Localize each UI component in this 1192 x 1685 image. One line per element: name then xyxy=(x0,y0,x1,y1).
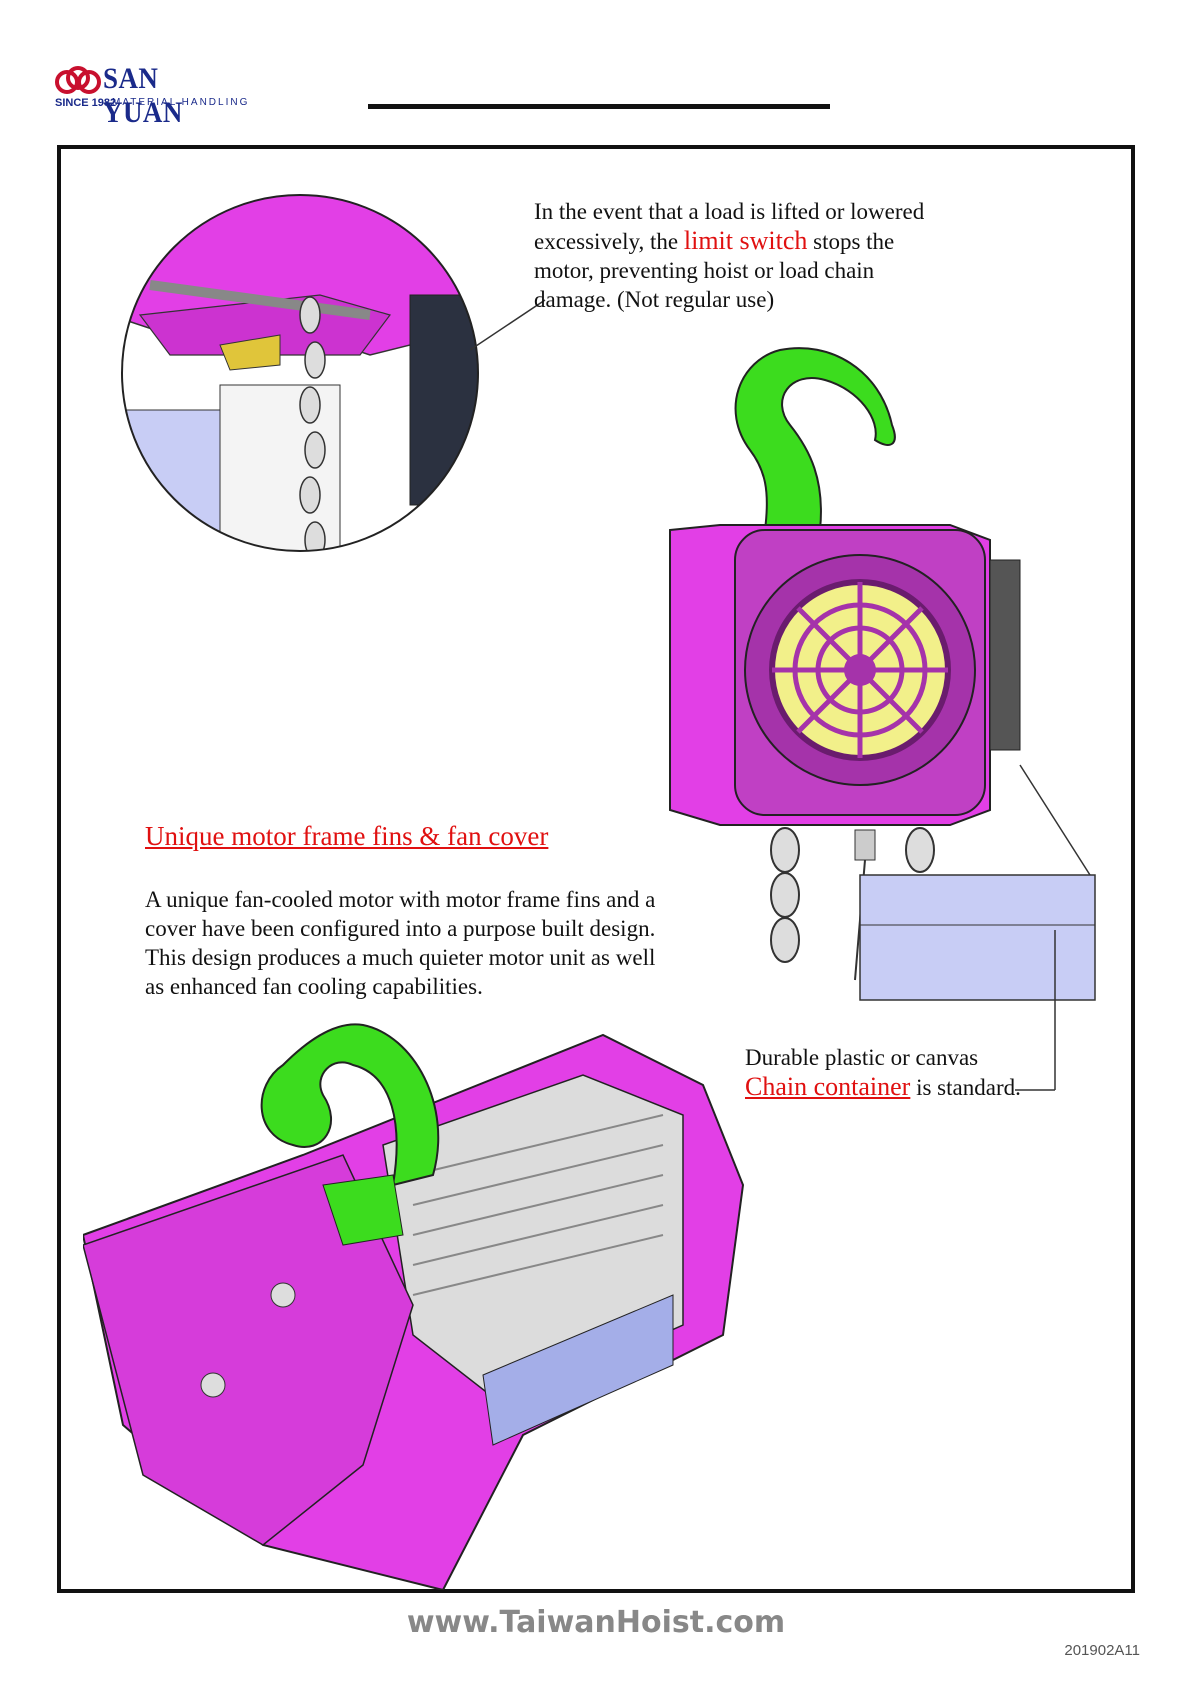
company-logo: SAN YUAN SINCE 1982 MATERIAL HANDLING xyxy=(55,62,255,129)
limit-switch-text-after: stops the motor, preventing hoist or loa… xyxy=(534,229,895,312)
logo-mark-icon xyxy=(55,66,101,94)
chain-container-pointer xyxy=(1015,930,1056,1091)
callout-line xyxy=(470,299,546,351)
header-rule xyxy=(368,104,830,109)
limit-switch-highlight: limit switch xyxy=(683,226,808,255)
chain-line-2: is standard. xyxy=(916,1075,1021,1100)
chain-line-1: Durable plastic or canvas xyxy=(745,1045,979,1070)
motor-section-body: A unique fan-cooled motor with motor fra… xyxy=(145,887,656,999)
brand-subtitle: MATERIAL HANDLING xyxy=(112,97,250,108)
hoist-front-view-illustration xyxy=(669,347,1096,1001)
limit-switch-description: In the event that a load is lifted or lo… xyxy=(534,197,954,314)
brand-since: SINCE 1982 xyxy=(55,97,117,109)
motor-isometric-illustration xyxy=(83,1023,745,1590)
footer-document-code: 201902A11 xyxy=(1064,1642,1140,1659)
footer-website: www.TaiwanHoist.com xyxy=(406,1605,786,1640)
chain-container-description: Durable plastic or canvas Chain containe… xyxy=(745,1043,1065,1102)
limit-switch-text-before: In the event that a load is lifted or lo… xyxy=(534,199,925,254)
motor-section-title: Unique motor frame fins & fan cover xyxy=(145,821,549,851)
chain-container-highlight: Chain container xyxy=(745,1072,911,1101)
content-frame xyxy=(57,145,1135,1593)
brand-name: SAN YUAN xyxy=(103,62,183,129)
limit-switch-closeup-illustration xyxy=(121,194,479,552)
